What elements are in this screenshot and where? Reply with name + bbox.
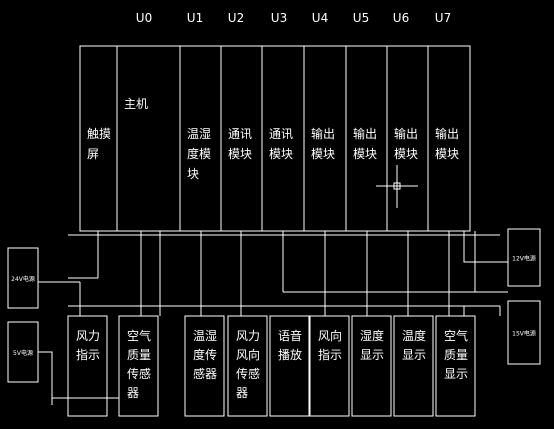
air-quality-sensor-box	[118, 315, 159, 417]
humidity-display-label: 湿度显示	[360, 328, 384, 362]
air-quality-display-label: 空气质量显示	[444, 328, 468, 381]
touch-screen-label: 触摸屏	[87, 127, 111, 161]
field-devices: 风力指示 空气质量传感器 温湿度传感器风力风向传感器语音播放风向指示湿度显示温度显示…	[67, 315, 476, 417]
unit-label-u2: U2	[228, 11, 244, 25]
voice-player-box	[269, 315, 310, 417]
unit-label-u6: U6	[393, 11, 409, 25]
temperature-display-box	[393, 315, 434, 417]
temperature-display-label: 温度显示	[402, 328, 426, 362]
voice-player-label: 语音播放	[278, 328, 302, 362]
output-module-1-label: 输出模块	[311, 126, 335, 161]
output-module-3[interactable]: 输出模块	[386, 45, 429, 232]
temp-humidity-module-label: 温湿度模块	[187, 126, 211, 181]
wind-direction-indicator-box	[309, 315, 350, 417]
crosshair-box	[393, 182, 401, 190]
output-module-4-label: 输出模块	[435, 126, 459, 161]
temp-humidity-sensor-box	[184, 315, 225, 417]
wind-indicator-box	[67, 315, 108, 417]
wind-speed-direction-sensor-label: 风力风向传感器	[236, 329, 260, 400]
power-supplies: 24V电源 5V电源 12V电源 15V电源	[7, 228, 541, 383]
psu-5v-box	[7, 321, 39, 383]
main-controller[interactable]: 主机	[116, 45, 181, 232]
wind-direction-indicator[interactable]: 风向指示	[309, 315, 350, 417]
air-quality-display[interactable]: 空气质量显示	[435, 315, 476, 417]
main-controller-label: 主机	[124, 97, 148, 111]
psu-24v-box	[7, 247, 39, 309]
psu-15v[interactable]: 15V电源	[507, 300, 541, 365]
unit-label-u5: U5	[353, 11, 369, 25]
output-module-2[interactable]: 输出模块	[345, 45, 388, 232]
temperature-display[interactable]: 温度显示	[393, 315, 434, 417]
output-module-3-label: 输出模块	[394, 126, 418, 161]
psu-24v[interactable]: 24V电源	[7, 247, 39, 309]
wind-direction-indicator-label: 风向指示	[318, 328, 342, 362]
output-module-1[interactable]: 输出模块	[303, 45, 347, 232]
voice-player[interactable]: 语音播放	[269, 315, 310, 417]
comm-module-2[interactable]: 通讯模块	[261, 45, 305, 232]
psu-12v[interactable]: 12V电源	[507, 228, 541, 287]
psu-5v-label: 5V电源	[13, 349, 33, 357]
touch-screen[interactable]: 触摸屏	[79, 45, 118, 232]
unit-label-u1: U1	[187, 11, 203, 25]
psu-15v-label: 15V电源	[512, 330, 536, 338]
wire-22	[463, 231, 508, 263]
humidity-display[interactable]: 湿度显示	[351, 315, 392, 417]
unit-labels: U0 U1 U2 U3 U4 U5 U6 U7	[136, 11, 451, 25]
air-quality-sensor-label: 空气质量传感器	[127, 328, 151, 400]
unit-label-u7: U7	[435, 11, 451, 25]
psu-15v-box	[507, 300, 541, 365]
output-module-2-label: 输出模块	[353, 126, 377, 161]
air-quality-sensor[interactable]: 空气质量传感器	[118, 315, 159, 417]
psu-12v-box	[507, 228, 541, 287]
temp-humidity-sensor-label: 温湿度传感器	[193, 328, 217, 381]
wire-25	[38, 351, 119, 399]
crosshair-cursor-icon	[376, 165, 418, 208]
psu-12v-label: 12V电源	[512, 255, 536, 263]
temp-humidity-module[interactable]: 温湿度模块	[179, 45, 222, 232]
psu-5v[interactable]: 5V电源	[7, 321, 39, 383]
wind-indicator-label: 风力指示	[76, 329, 100, 362]
psu-24v-label: 24V电源	[11, 275, 35, 283]
wiring-lines	[38, 231, 508, 405]
comm-module-2-label: 通讯模块	[269, 127, 293, 161]
main-controller-box	[116, 45, 181, 232]
unit-label-u4: U4	[312, 11, 328, 25]
comm-module-1[interactable]: 通讯模块	[220, 45, 263, 232]
temp-humidity-sensor[interactable]: 温湿度传感器	[184, 315, 225, 417]
humidity-display-box	[351, 315, 392, 417]
output-module-4-box	[427, 45, 471, 232]
wind-speed-direction-sensor[interactable]: 风力风向传感器	[227, 315, 268, 417]
unit-label-u0: U0	[136, 11, 152, 25]
unit-label-u3: U3	[271, 11, 287, 25]
comm-module-1-label: 通讯模块	[228, 127, 252, 161]
wind-indicator[interactable]: 风力指示	[67, 315, 108, 417]
output-module-4[interactable]: 输出模块	[427, 45, 471, 232]
wind-speed-direction-sensor-box	[227, 315, 268, 417]
air-quality-display-box	[435, 315, 476, 417]
